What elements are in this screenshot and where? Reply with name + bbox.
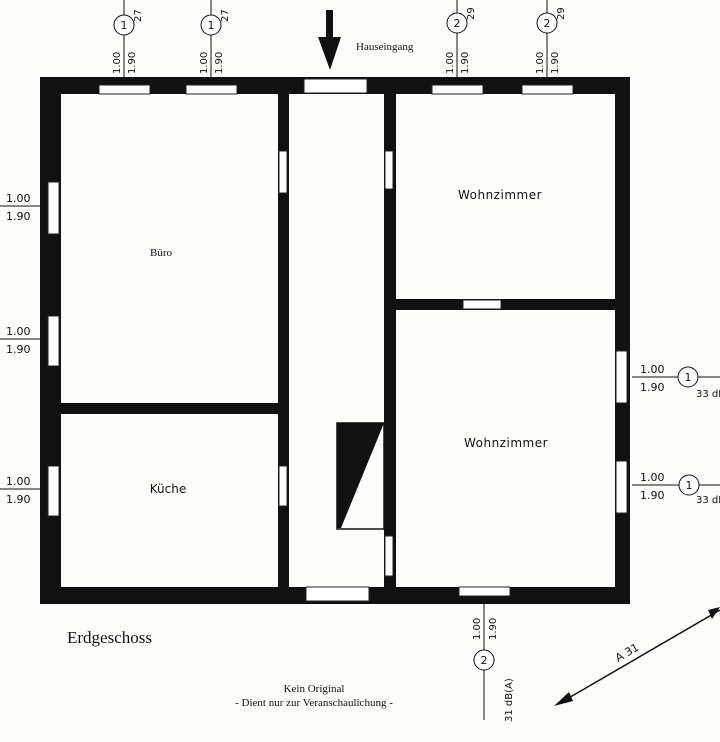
room-label-office: Büro bbox=[150, 247, 173, 259]
window-marker-top-4-dim-bottom: 1.90 bbox=[550, 52, 561, 74]
window-marker-bottom bbox=[473, 598, 495, 720]
window-left-1 bbox=[47, 181, 60, 235]
window-right-2 bbox=[615, 460, 628, 514]
openings bbox=[47, 78, 628, 602]
door-office bbox=[278, 150, 288, 194]
window-top-2 bbox=[185, 84, 238, 95]
section-line-arrow bbox=[554, 607, 720, 706]
window-marker-right-2-class: 1 bbox=[686, 479, 693, 492]
window-marker-left-2-dim-top: 1.00 bbox=[6, 325, 31, 338]
window-marker-bottom-dim-bottom: 1.90 bbox=[488, 618, 499, 640]
staircase bbox=[336, 422, 385, 530]
room-label-living-lower: Wohnzimmer bbox=[464, 436, 548, 450]
living-rooms-divider bbox=[396, 299, 615, 310]
window-right-1 bbox=[615, 350, 628, 404]
window-marker-right-2-rating: 33 dB bbox=[696, 495, 720, 506]
window-marker-top-3-dim-bottom: 1.90 bbox=[460, 52, 471, 74]
window-bottom bbox=[458, 586, 511, 597]
footer-line-1: Kein Original bbox=[284, 683, 345, 695]
window-marker-left-3-dim-bottom: 1.90 bbox=[6, 493, 31, 506]
footer-line-2: - Dient nur zur Veranschaulichung - bbox=[235, 697, 393, 709]
floor-title: Erdgeschoss bbox=[67, 628, 152, 647]
window-marker-top-4-rating: 29 bbox=[556, 7, 567, 20]
office-kitchen-divider bbox=[61, 403, 278, 414]
window-marker-top-4-dim-top: 1.00 bbox=[535, 52, 546, 74]
window-marker-top-1-class: 1 bbox=[121, 19, 128, 32]
window-marker-top-1-rating: 27 bbox=[133, 9, 144, 22]
window-marker-bottom-class: 2 bbox=[481, 654, 488, 667]
window-marker-top-2-class: 1 bbox=[208, 19, 215, 32]
room-label-kitchen: Küche bbox=[150, 482, 186, 496]
window-marker-right-1-dim-top: 1.00 bbox=[640, 363, 665, 376]
window-top-1 bbox=[98, 84, 151, 95]
door-kitchen bbox=[278, 465, 288, 507]
corridor-wall-right bbox=[384, 94, 396, 587]
room-label-living-upper: Wohnzimmer bbox=[458, 188, 542, 202]
window-marker-left-1-dim-bottom: 1.90 bbox=[6, 210, 31, 223]
window-top-3 bbox=[431, 84, 484, 95]
window-left-2 bbox=[47, 315, 60, 367]
window-marker-top-2-rating: 27 bbox=[220, 9, 231, 22]
window-marker-right-2-dim-top: 1.00 bbox=[640, 471, 665, 484]
window-marker-bottom-rating: 31 dB(A) bbox=[504, 678, 515, 722]
window-marker-top-1-dim-bottom: 1.90 bbox=[127, 52, 138, 74]
window-marker-left-1-dim-top: 1.00 bbox=[6, 192, 31, 205]
walls bbox=[40, 77, 630, 604]
corridor-wall-left bbox=[278, 94, 289, 587]
window-marker-top-3 bbox=[446, 0, 468, 80]
window-marker-top-4 bbox=[536, 0, 558, 80]
window-marker-top-2-dim-bottom: 1.90 bbox=[214, 52, 225, 74]
window-top-4 bbox=[521, 84, 574, 95]
window-marker-right-1 bbox=[632, 366, 720, 388]
window-marker-right-2 bbox=[632, 474, 720, 496]
window-marker-bottom-dim-top: 1.00 bbox=[472, 618, 483, 640]
window-marker-right-1-rating: 33 dB bbox=[696, 389, 720, 400]
window-marker-top-2 bbox=[200, 0, 222, 80]
outer-wall-right bbox=[615, 77, 630, 604]
entrance-door-opening bbox=[303, 78, 368, 94]
window-marker-top-2-dim-top: 1.00 bbox=[199, 52, 210, 74]
window-marker-right-1-class: 1 bbox=[685, 371, 692, 384]
section-label: A 31 bbox=[613, 641, 641, 665]
entrance-arrow-icon bbox=[318, 10, 341, 70]
window-marker-top-3-class: 2 bbox=[454, 17, 461, 30]
window-marker-top-3-dim-top: 1.00 bbox=[445, 52, 456, 74]
window-marker-top-1 bbox=[113, 0, 135, 80]
corridor-bottom-door bbox=[305, 586, 370, 602]
entrance-label: Hauseingang bbox=[356, 41, 414, 53]
window-marker-top-1-dim-top: 1.00 bbox=[112, 52, 123, 74]
window-marker-right-1-dim-bottom: 1.90 bbox=[640, 381, 665, 394]
door-living-upper bbox=[384, 150, 394, 190]
window-marker-right-2-dim-bottom: 1.90 bbox=[640, 489, 665, 502]
window-left-3 bbox=[47, 465, 60, 517]
door-living-lower bbox=[384, 535, 394, 577]
window-marker-left-2-dim-bottom: 1.90 bbox=[6, 343, 31, 356]
door-living-between bbox=[462, 299, 502, 310]
window-marker-left-3-dim-top: 1.00 bbox=[6, 475, 31, 488]
window-marker-top-4-class: 2 bbox=[544, 17, 551, 30]
window-marker-top-3-rating: 29 bbox=[466, 7, 477, 20]
